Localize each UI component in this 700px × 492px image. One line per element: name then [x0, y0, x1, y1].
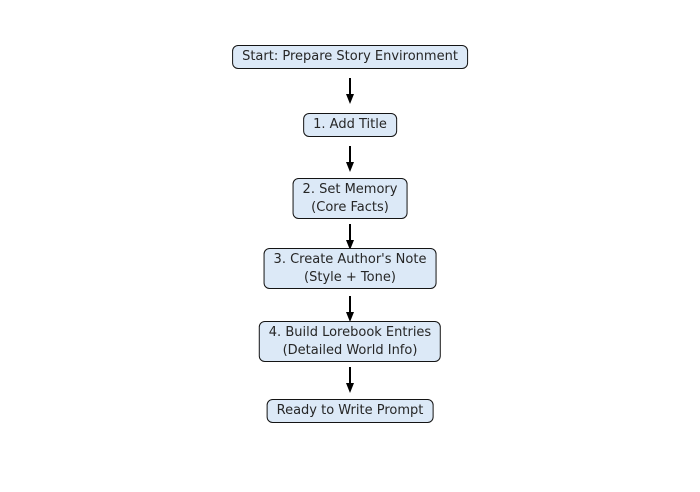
flow-node-step-2: 2. Set Memory (Core Facts): [292, 178, 408, 219]
down-arrow-icon: [344, 224, 356, 250]
down-arrow-icon: [344, 296, 356, 322]
flow-node-label: 1. Add Title: [313, 117, 387, 132]
flow-node-label: Start: Prepare Story Environment: [242, 49, 458, 64]
down-arrow-icon: [344, 146, 356, 172]
down-arrow-icon: [344, 367, 356, 393]
flow-node-step-3: 3. Create Author's Note (Style + Tone): [263, 248, 437, 289]
flow-node-label: Ready to Write Prompt: [276, 403, 424, 418]
flow-node-step-1: 1. Add Title: [303, 113, 397, 137]
flow-node-sublabel: (Core Facts): [311, 199, 389, 215]
flow-node-sublabel: (Style + Tone): [304, 269, 396, 285]
flow-node-label: 2. Set Memory: [302, 182, 398, 197]
down-arrow-icon: [344, 78, 356, 104]
flow-node-label: 4. Build Lorebook Entries: [268, 325, 432, 340]
flow-node-start: Start: Prepare Story Environment: [232, 45, 468, 69]
flow-node-step-4: 4. Build Lorebook Entries (Detailed Worl…: [258, 321, 442, 362]
flow-node-label: 3. Create Author's Note: [273, 252, 427, 267]
flow-node-sublabel: (Detailed World Info): [282, 342, 418, 358]
flow-node-end: Ready to Write Prompt: [266, 399, 434, 423]
